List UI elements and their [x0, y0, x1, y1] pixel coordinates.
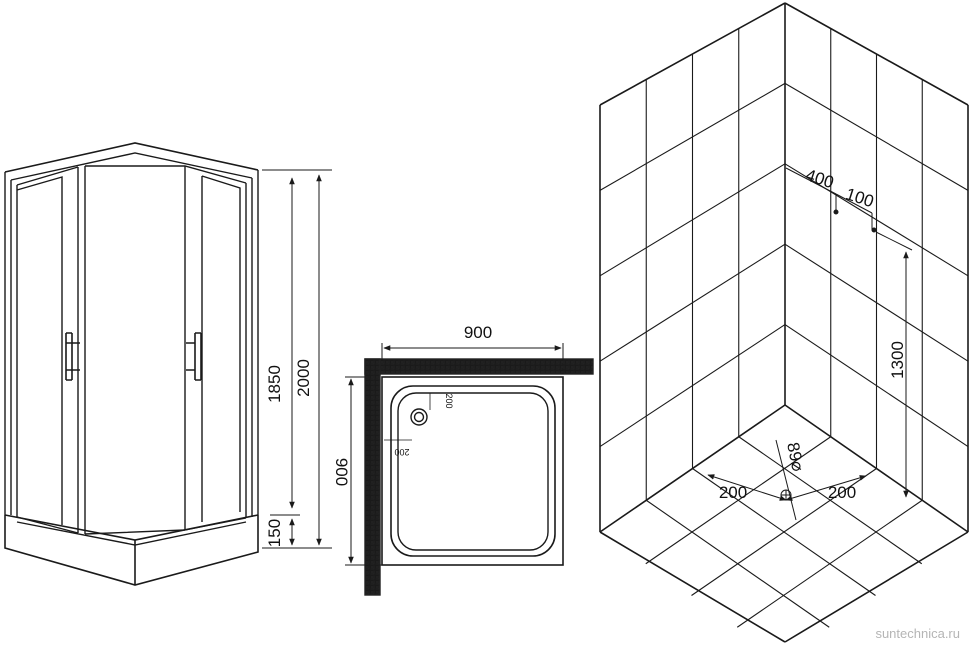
dim-room-drain-left: 200: [719, 483, 747, 502]
room-drain-cross-icon: [781, 490, 791, 500]
room-dim-100-line: [835, 193, 873, 214]
cabin-corner-post: [77, 166, 86, 534]
plan-wall-top: [364, 358, 594, 375]
room-dim-drain-right: [785, 475, 867, 501]
dim-plan-depth: 900: [332, 458, 351, 486]
outlet-point-2-icon: [871, 227, 877, 233]
plan-width-ext: [381, 343, 564, 374]
watermark: suntechnica.ru: [875, 626, 960, 641]
wall-tile-line: [784, 324, 969, 448]
dim-plan-width: 900: [464, 323, 492, 342]
plan-drain-icon: [410, 408, 428, 426]
cabin-tray-top: [16, 521, 247, 546]
wall-tile-line: [784, 82, 969, 191]
room-view: [599, 2, 969, 643]
floor-tile-line: [645, 499, 830, 628]
cabin-dimensions: [262, 169, 332, 549]
room-drain-leader: [775, 439, 797, 521]
room-dim-drain-left: [707, 474, 787, 501]
plan-tray-rim: [390, 385, 556, 557]
dim-drain-side: 200: [394, 447, 409, 457]
cabin-view: 1850 150 2000: [4, 142, 332, 586]
cabin-right-glass: [201, 175, 241, 512]
dim-drain-diameter: 89⌀: [783, 441, 808, 473]
outlet-point-icon: [833, 209, 839, 215]
cabin-left-door: [16, 166, 79, 534]
cabin-right-door: [84, 165, 247, 535]
cabin-frame-left: [4, 172, 18, 517]
room-outline: [599, 531, 786, 643]
dim-drain-top: 200: [444, 393, 454, 408]
plan-view: 200 200 900 900: [332, 323, 594, 596]
right-handle: [186, 332, 202, 381]
wall-tile-line: [784, 243, 969, 362]
wall-tile-line: [599, 243, 786, 362]
room-dimensions: [707, 167, 913, 521]
room-outline: [784, 531, 969, 643]
dim-outlet-1300: 1300: [888, 341, 907, 379]
wall-tile-line: [599, 82, 786, 191]
wall-tile-line: [599, 163, 786, 277]
plan-wall-left: [364, 358, 381, 596]
plan-depth-ext: [345, 376, 382, 566]
room-dim-400-line: [785, 167, 837, 195]
cabin-tray: [4, 514, 259, 586]
plan-tray-basin: [397, 392, 549, 551]
dim-outlet-100: 100: [843, 184, 876, 211]
plan-tray-outer: [381, 376, 564, 566]
dim-room-drain-right: 200: [828, 483, 856, 502]
cabin-frame-right: [245, 170, 259, 518]
plan-drain-inner-icon: [413, 411, 425, 423]
floor-tile-line: [736, 499, 923, 628]
left-handle: [65, 332, 80, 381]
wall-tile-line: [599, 324, 786, 448]
dim-1850: 1850: [265, 365, 284, 403]
dim-150: 150: [265, 519, 284, 547]
cabin-roof: [4, 142, 259, 173]
dim-2000: 2000: [294, 359, 313, 397]
wall-tile-line: [784, 163, 969, 277]
room-dim-1300-ext: [875, 231, 913, 251]
cabin-roof-inner: [10, 152, 253, 181]
